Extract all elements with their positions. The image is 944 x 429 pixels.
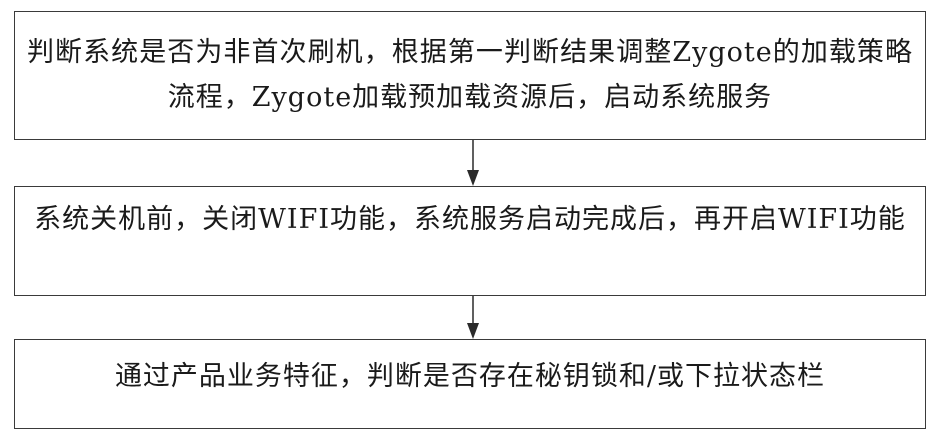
- step-box-1: 判断系统是否为非首次刷机，根据第一判断结果调整Zygote的加载策略流程，Zyg…: [14, 11, 926, 140]
- step-box-2: 系统关机前，关闭WIFI功能，系统服务启动完成后，再开启WIFI功能: [14, 186, 926, 296]
- flow-arrow-1: [466, 140, 480, 186]
- step-box-3: 通过产品业务特征，判断是否存在秘钥锁和/或下拉状态栏: [14, 339, 926, 429]
- step-1-text: 判断系统是否为非首次刷机，根据第一判断结果调整Zygote的加载策略流程，Zyg…: [27, 37, 913, 113]
- step-2-text: 系统关机前，关闭WIFI功能，系统服务启动完成后，再开启WIFI功能: [34, 204, 906, 235]
- step-3-text: 通过产品业务特征，判断是否存在秘钥锁和/或下拉状态栏: [114, 361, 826, 392]
- flow-arrow-2: [466, 296, 480, 339]
- down-arrow-icon: [467, 296, 479, 339]
- down-arrow-icon: [467, 140, 479, 186]
